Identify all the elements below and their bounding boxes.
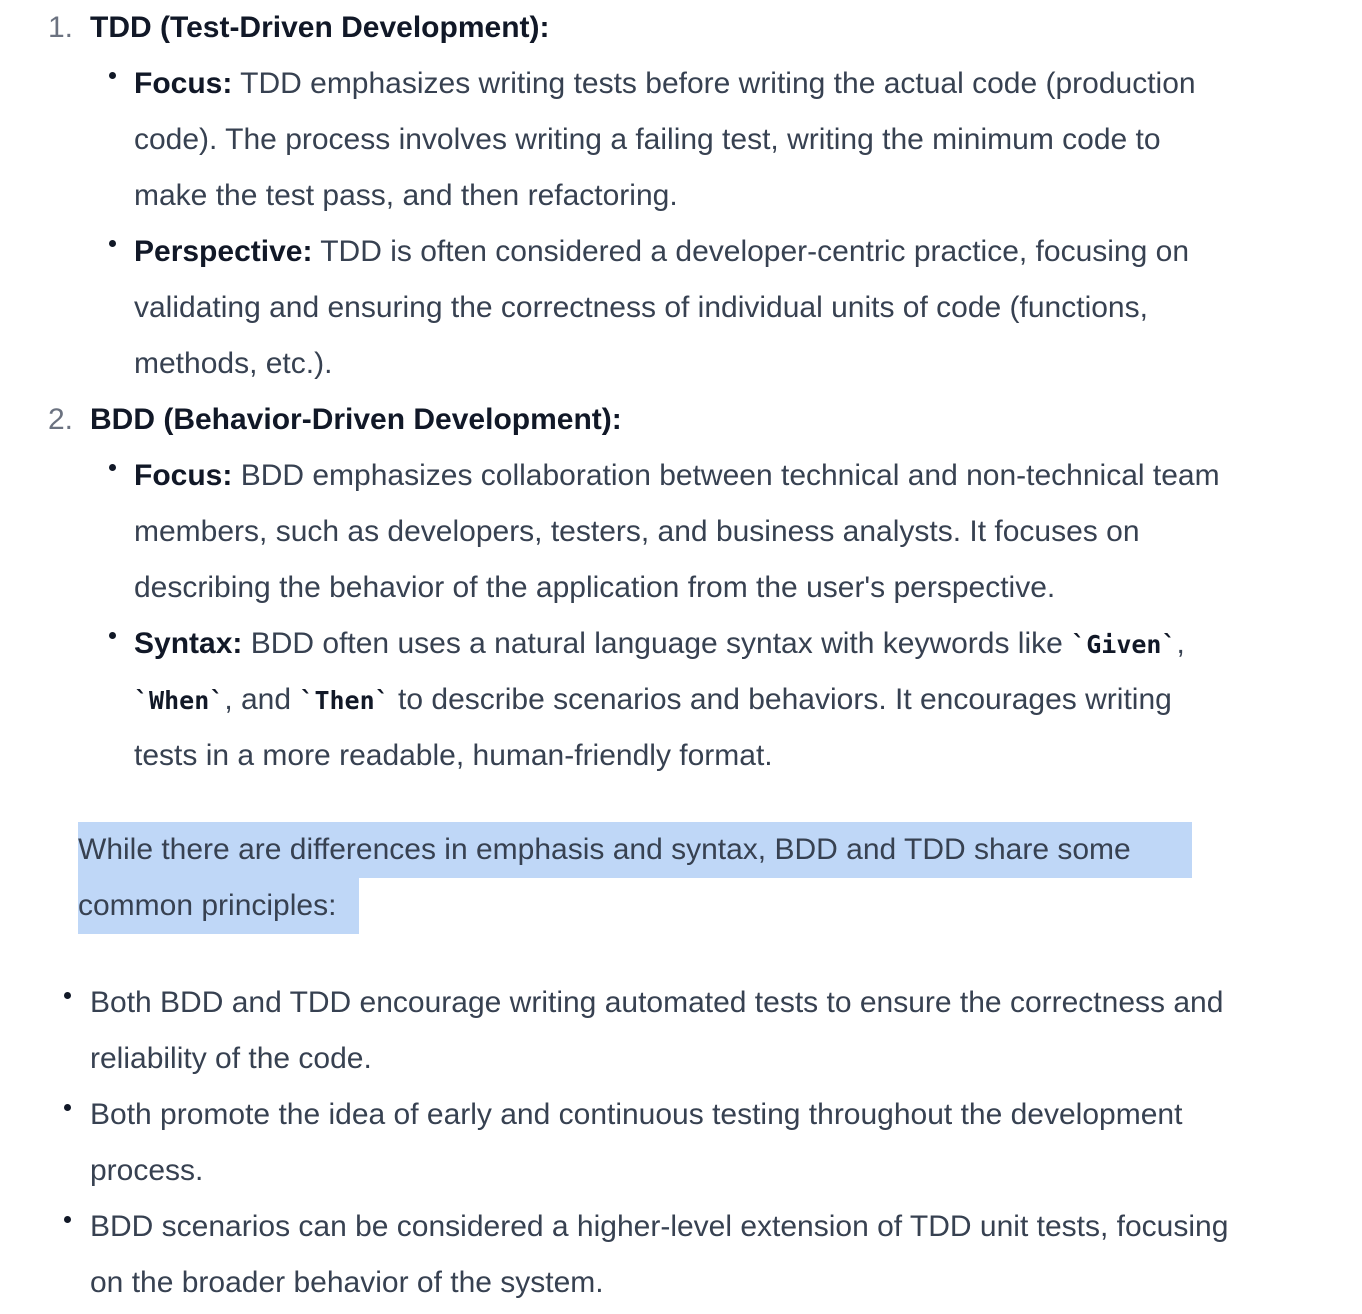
- list-number: 2.: [48, 403, 74, 436]
- text-selection-highlight: [78, 878, 359, 934]
- bullet-text-line: `When`, and `Then` to describe scenarios…: [134, 672, 1172, 728]
- bullet-text: BDD often uses a natural language syntax…: [250, 627, 1063, 660]
- paragraph-line[interactable]: common principles:: [78, 889, 337, 922]
- bullet-text: BDD emphasizes collaboration between tec…: [240, 459, 1220, 492]
- list-item: Focus: TDD emphasizes writing tests befo…: [134, 56, 1196, 112]
- bullet-text: code). The process involves writing a fa…: [134, 123, 1161, 156]
- bullet-text: , and: [224, 683, 292, 716]
- text-selection-highlight: [78, 822, 1192, 878]
- inline-code-given: `Given`: [1071, 630, 1177, 659]
- bullet-icon: [64, 992, 71, 999]
- list-item: BDD scenarios can be considered a higher…: [90, 1210, 1229, 1243]
- bullet-text: describing the behavior of the applicati…: [134, 571, 1056, 604]
- list-item-continuation: reliability of the code.: [90, 1042, 372, 1075]
- bullet-icon: [109, 464, 116, 471]
- bullet-text: validating and ensuring the correctness …: [134, 291, 1148, 324]
- bullet-text: make the test pass, and then refactoring…: [134, 179, 678, 212]
- bullet-icon: [109, 632, 116, 639]
- list-item: Focus: BDD emphasizes collaboration betw…: [134, 448, 1220, 504]
- list-heading: BDD (Behavior-Driven Development):: [90, 403, 622, 436]
- bullet-icon: [64, 1104, 71, 1111]
- bullet-label: Focus:: [134, 67, 233, 100]
- list-item-continuation: process.: [90, 1154, 204, 1187]
- punctuation: ,: [1176, 627, 1185, 660]
- bullet-label: Focus:: [134, 459, 233, 492]
- bullet-icon: [64, 1216, 71, 1223]
- paragraph-line[interactable]: While there are differences in emphasis …: [78, 833, 1131, 866]
- list-item: Both BDD and TDD encourage writing autom…: [90, 986, 1224, 1019]
- list-item: Syntax: BDD often uses a natural languag…: [134, 616, 1185, 672]
- bullet-text: members, such as developers, testers, an…: [134, 515, 1140, 548]
- bullet-icon: [109, 240, 116, 247]
- list-item: Perspective: TDD is often considered a d…: [134, 224, 1189, 280]
- bullet-text: TDD is often considered a developer-cent…: [320, 235, 1190, 268]
- list-heading: TDD (Test-Driven Development):: [90, 11, 550, 44]
- bullet-label: Perspective:: [134, 235, 313, 268]
- inline-code-when: `When`: [134, 686, 225, 715]
- list-item-continuation: on the broader behavior of the system.: [90, 1266, 604, 1299]
- list-item: Both promote the idea of early and conti…: [90, 1098, 1183, 1131]
- inline-code-then: `Then`: [299, 686, 390, 715]
- bullet-text: to describe scenarios and behaviors. It …: [398, 683, 1172, 716]
- bullet-text: TDD emphasizes writing tests before writ…: [240, 67, 1196, 100]
- bullet-text: tests in a more readable, human-friendly…: [134, 739, 773, 772]
- bullet-label: Syntax:: [134, 627, 243, 660]
- bullet-text: methods, etc.).: [134, 347, 333, 380]
- bullet-icon: [109, 72, 116, 79]
- list-number: 1.: [48, 11, 74, 44]
